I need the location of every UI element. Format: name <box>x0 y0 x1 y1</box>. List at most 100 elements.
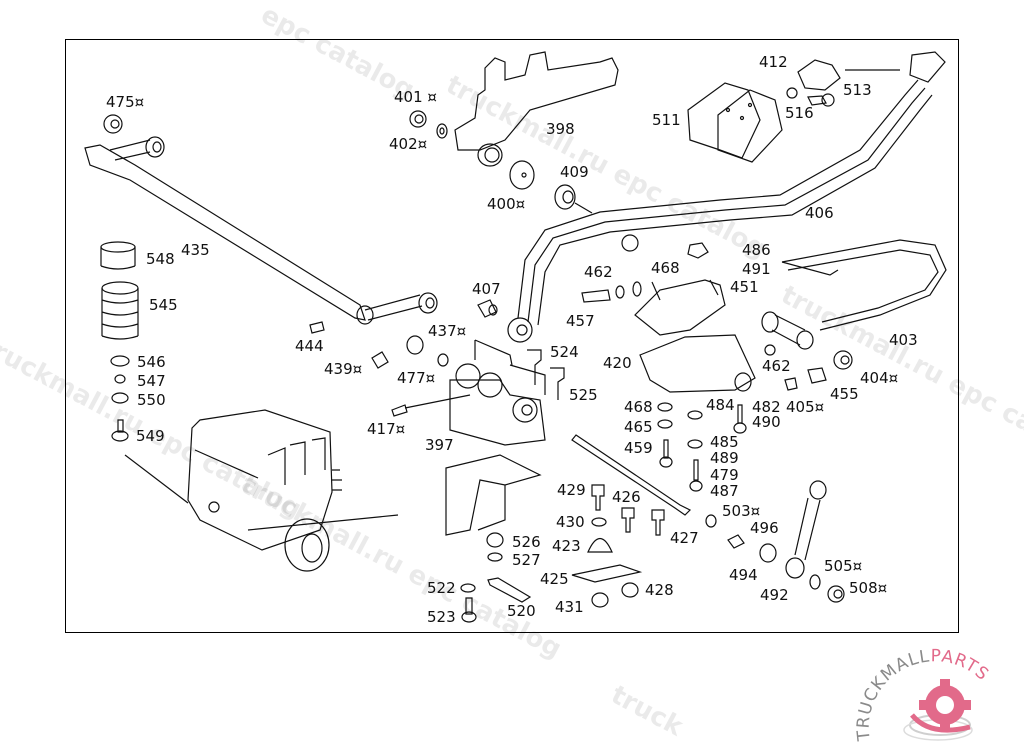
part-label-468[interactable]: 468 <box>651 259 680 277</box>
part-label-455[interactable]: 455 <box>830 385 859 403</box>
part-label-503[interactable]: 503¤ <box>722 502 761 520</box>
leaf-spring-406 <box>508 52 945 342</box>
part-label-465[interactable]: 465 <box>624 418 653 436</box>
part-label-548[interactable]: 548 <box>146 250 175 268</box>
part-label-402[interactable]: 402¤ <box>389 135 428 153</box>
part-label-459[interactable]: 459 <box>624 439 653 457</box>
part-label-404[interactable]: 404¤ <box>860 369 899 387</box>
part-label-487[interactable]: 487 <box>710 482 739 500</box>
nut-508 <box>828 586 844 602</box>
part-label-431[interactable]: 431 <box>555 598 584 616</box>
part-label-400[interactable]: 400¤ <box>487 195 526 213</box>
part-label-412[interactable]: 412 <box>759 53 788 71</box>
part-label-525[interactable]: 525 <box>569 386 598 404</box>
part-label-489[interactable]: 489 <box>710 449 739 467</box>
part-label-468b[interactable]: 468 <box>624 398 653 416</box>
washer-402 <box>437 124 447 138</box>
part-label-482[interactable]: 482 <box>752 398 781 416</box>
part-label-462b[interactable]: 462 <box>762 357 791 375</box>
part-label-547[interactable]: 547 <box>137 372 166 390</box>
part-label-516[interactable]: 516 <box>785 104 814 122</box>
bolt-525 <box>550 368 564 400</box>
nut-486 <box>688 243 708 258</box>
part-label-462[interactable]: 462 <box>584 263 613 281</box>
part-label-513[interactable]: 513 <box>843 81 872 99</box>
bracket-upper <box>446 455 540 535</box>
part-label-430[interactable]: 430 <box>556 513 585 531</box>
part-label-444[interactable]: 444 <box>295 337 324 355</box>
part-label-409[interactable]: 409 <box>560 163 589 181</box>
part-label-494[interactable]: 494 <box>729 566 758 584</box>
part-label-428[interactable]: 428 <box>645 581 674 599</box>
part-label-420[interactable]: 420 <box>603 354 632 372</box>
part-label-423[interactable]: 423 <box>552 537 581 555</box>
washer-465 <box>658 420 672 428</box>
washer-485 <box>688 440 702 448</box>
part-label-522[interactable]: 522 <box>427 579 456 597</box>
part-label-398[interactable]: 398 <box>546 120 575 138</box>
part-label-403[interactable]: 403 <box>889 331 918 349</box>
washer-527 <box>488 553 502 561</box>
part-label-546[interactable]: 546 <box>137 353 166 371</box>
part-label-505[interactable]: 505¤ <box>824 557 863 575</box>
pad-420 <box>640 335 755 392</box>
rubber-548 <box>101 242 135 269</box>
part-label-435[interactable]: 435 <box>181 241 210 259</box>
part-label-549[interactable]: 549 <box>136 427 165 445</box>
part-label-475[interactable]: 475¤ <box>106 93 145 111</box>
part-label-407[interactable]: 407 <box>472 280 501 298</box>
washer-505 <box>810 575 820 589</box>
rubber-423 <box>588 539 612 553</box>
part-label-425[interactable]: 425 <box>540 570 569 588</box>
part-label-520[interactable]: 520 <box>507 602 536 620</box>
part-label-401[interactable]: 401 ¤ <box>394 88 437 106</box>
part-label-511[interactable]: 511 <box>652 111 681 129</box>
washer-522 <box>461 584 475 592</box>
part-label-439[interactable]: 439¤ <box>324 360 363 378</box>
part-label-477[interactable]: 477¤ <box>397 369 436 387</box>
tie-rod <box>572 435 690 515</box>
part-label-491[interactable]: 491 <box>742 260 771 278</box>
bolt-516 <box>808 94 834 106</box>
part-label-406[interactable]: 406 <box>805 204 834 222</box>
washer-550 <box>112 393 128 403</box>
bushing-496 <box>728 535 744 548</box>
part-label-496[interactable]: 496 <box>750 519 779 537</box>
nut-401 <box>410 111 426 127</box>
part-label-484[interactable]: 484 <box>706 396 735 414</box>
part-label-486[interactable]: 486 <box>742 241 771 259</box>
part-label-526[interactable]: 526 <box>512 533 541 551</box>
bolt-417 <box>392 395 470 416</box>
bushing-494 <box>760 544 776 562</box>
fitting-405 <box>785 378 797 390</box>
fitting-439 <box>372 352 388 368</box>
nut-431 <box>592 593 608 607</box>
part-label-550[interactable]: 550 <box>137 391 166 409</box>
part-label-508[interactable]: 508¤ <box>849 579 888 597</box>
part-label-427[interactable]: 427 <box>670 529 699 547</box>
part-label-397[interactable]: 397 <box>425 436 454 454</box>
part-label-417[interactable]: 417¤ <box>367 420 406 438</box>
part-label-405[interactable]: 405¤ <box>786 398 825 416</box>
truck-cab-illustration <box>125 410 398 571</box>
part-label-527[interactable]: 527 <box>512 551 541 569</box>
bolt-482 <box>734 405 746 433</box>
part-label-426[interactable]: 426 <box>612 488 641 506</box>
part-label-437[interactable]: 437¤ <box>428 322 467 340</box>
part-label-545[interactable]: 545 <box>149 296 178 314</box>
part-label-490[interactable]: 490 <box>752 413 781 431</box>
gear-icon <box>903 679 973 741</box>
pin-407 <box>478 300 497 317</box>
part-label-485[interactable]: 485 <box>710 433 739 451</box>
part-label-524[interactable]: 524 <box>550 343 579 361</box>
bolt-523 <box>462 598 476 622</box>
part-label-429[interactable]: 429 <box>557 481 586 499</box>
part-label-451[interactable]: 451 <box>730 278 759 296</box>
part-label-492[interactable]: 492 <box>760 586 789 604</box>
part-label-479[interactable]: 479 <box>710 466 739 484</box>
part-label-457[interactable]: 457 <box>566 312 595 330</box>
pin-403 <box>762 312 813 349</box>
bolt-459 <box>660 440 672 467</box>
part-label-523[interactable]: 523 <box>427 608 456 626</box>
